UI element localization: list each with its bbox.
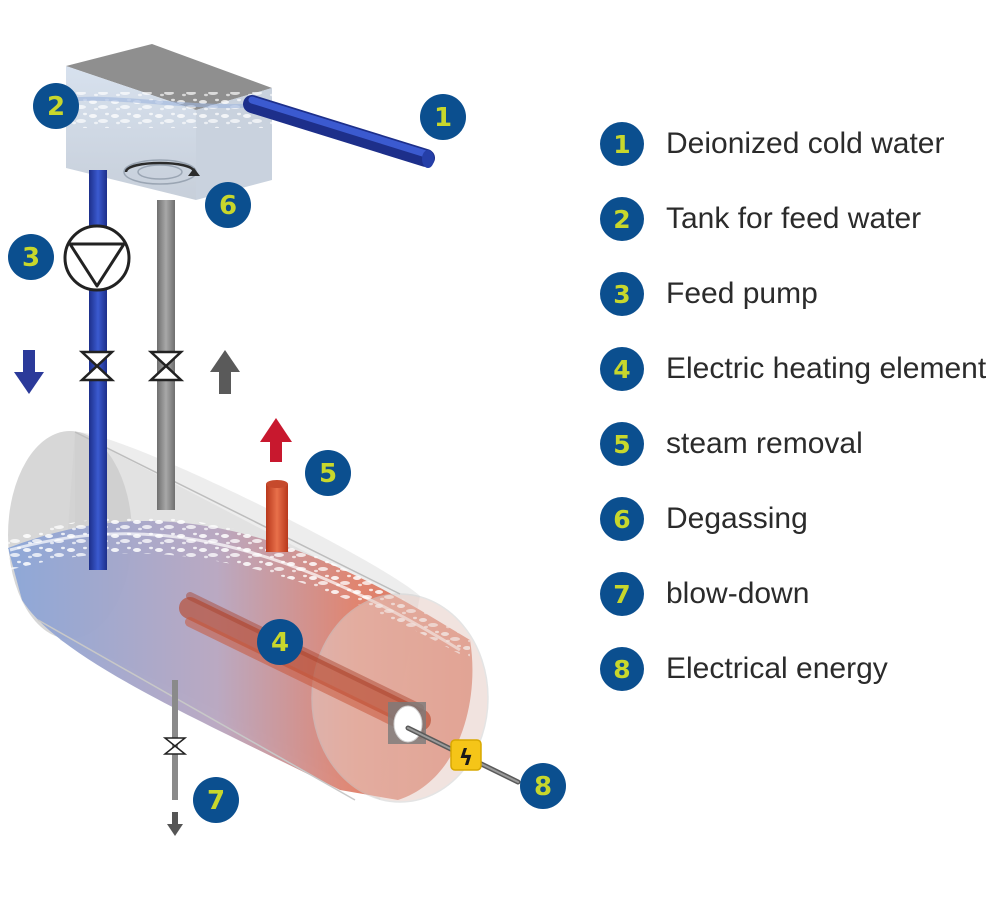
legend-label: steam removal <box>666 427 863 460</box>
pump-symbol-icon <box>63 224 131 292</box>
arrow-up-icon <box>260 418 292 462</box>
boiler-vessel <box>8 431 489 803</box>
marker-7: 7 <box>193 777 239 823</box>
legend-item-degassing: 6 Degassing <box>600 493 808 545</box>
legend-item-feed-water-tank: 2 Tank for feed water <box>600 193 921 245</box>
marker-8: 8 <box>520 763 566 809</box>
blow-down-pipe <box>162 680 188 800</box>
svg-text:3: 3 <box>22 243 40 273</box>
marker-4: 4 <box>257 619 303 665</box>
legend-label: blow-down <box>666 577 810 610</box>
arrow-down-icon <box>14 350 44 394</box>
valve-icon <box>147 350 185 382</box>
legend-item-steam-removal: 5 steam removal <box>600 418 863 470</box>
legend-number-badge: 2 <box>600 197 644 241</box>
marker-6: 6 <box>205 182 251 228</box>
rotation-arrow-icon <box>123 159 200 185</box>
svg-text:ϟ: ϟ <box>459 746 474 771</box>
legend-number-badge: 4 <box>600 347 644 391</box>
marker-3: 3 <box>8 234 54 280</box>
steam-outlet-pipe <box>266 480 288 552</box>
legend-label: Deionized cold water <box>666 127 945 160</box>
svg-text:6: 6 <box>219 191 237 221</box>
legend-number-badge: 5 <box>600 422 644 466</box>
cold-water-inlet-pipe <box>243 95 435 168</box>
svg-text:4: 4 <box>271 628 289 658</box>
steam-boiler-diagram: ϟ <box>8 44 566 836</box>
svg-text:1: 1 <box>434 103 452 133</box>
arrow-down-icon <box>167 812 183 836</box>
feed-water-tank <box>65 44 273 200</box>
legend-label: Electrical energy <box>666 652 888 685</box>
marker-2: 2 <box>33 83 79 129</box>
legend-number-badge: 1 <box>600 122 644 166</box>
legend-number-badge: 8 <box>600 647 644 691</box>
legend-number-badge: 3 <box>600 272 644 316</box>
svg-text:2: 2 <box>47 92 65 122</box>
legend-number-badge: 7 <box>600 572 644 616</box>
legend-item-blow-down: 7 blow-down <box>600 568 809 620</box>
svg-text:5: 5 <box>319 459 337 489</box>
legend-label: Degassing <box>666 502 808 535</box>
legend-label: Electric heating element <box>666 352 987 385</box>
legend-label: Tank for feed water <box>666 202 922 235</box>
electrical-connection: ϟ <box>405 725 521 785</box>
electrical-hazard-icon: ϟ <box>450 739 482 771</box>
arrow-up-icon <box>210 350 240 394</box>
legend-number-badge: 6 <box>600 497 644 541</box>
marker-1: 1 <box>420 94 466 140</box>
heating-element <box>179 592 431 744</box>
svg-text:7: 7 <box>207 786 225 816</box>
marker-5: 5 <box>305 450 351 496</box>
legend-item-heating-element: 4 Electric heating element <box>600 343 986 395</box>
legend-item-deionized-cold-water: 1 Deionized cold water <box>600 118 944 170</box>
legend-label: Feed pump <box>666 277 818 310</box>
legend-item-feed-pump: 3 Feed pump <box>600 268 818 320</box>
legend-item-electrical-energy: 8 Electrical energy <box>600 643 888 695</box>
valve-icon <box>78 350 116 382</box>
svg-text:8: 8 <box>534 772 552 802</box>
